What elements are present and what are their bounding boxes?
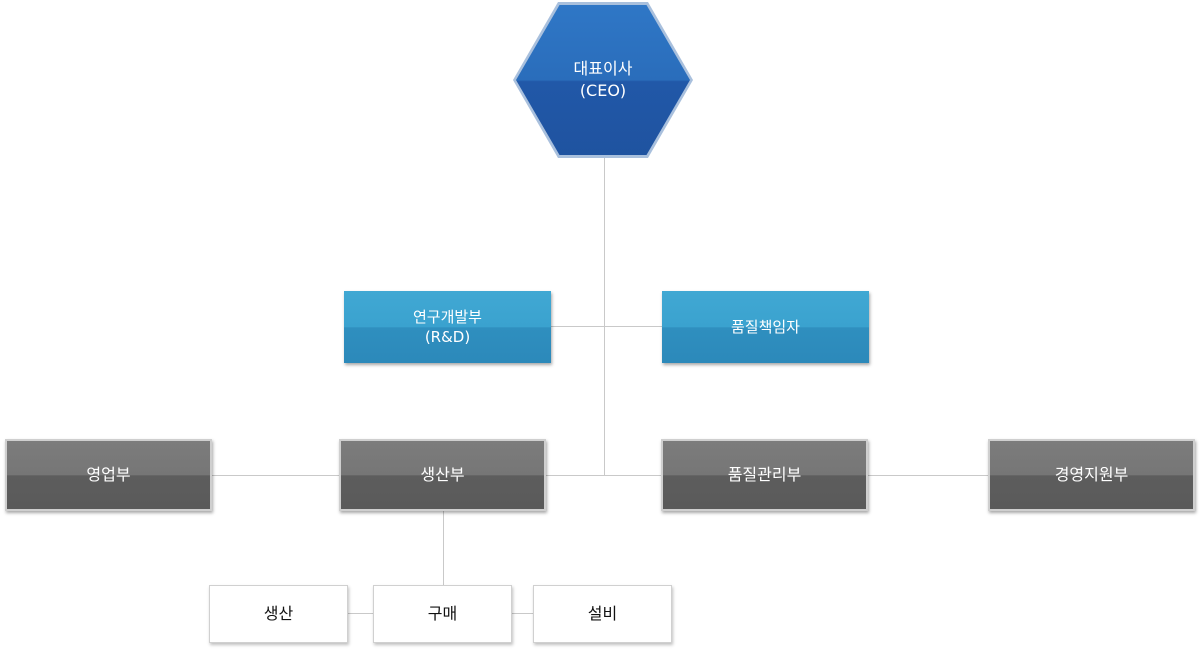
connector-staff-row bbox=[551, 326, 663, 327]
quality-management-dept-label: 품질관리부 bbox=[727, 465, 802, 485]
connector-dept-center bbox=[545, 475, 663, 476]
sales-dept-label: 영업부 bbox=[86, 465, 131, 485]
connector-dept-left bbox=[210, 475, 342, 476]
ceo-subtitle: (CEO) bbox=[579, 81, 627, 100]
quality-officer-title: 품질책임자 bbox=[730, 317, 800, 336]
connector-dept-right bbox=[867, 475, 991, 476]
production-dept-label: 생산부 bbox=[420, 465, 465, 485]
purchasing-unit-node[interactable]: 구매 bbox=[373, 585, 512, 643]
rnd-subtitle: (R&D) bbox=[424, 328, 471, 346]
connector-ceo-trunk bbox=[604, 156, 605, 475]
ceo-node[interactable]: 대표이사 (CEO) bbox=[513, 2, 693, 158]
ceo-node-body: 대표이사 (CEO) bbox=[516, 5, 690, 155]
rnd-title: 연구개발부 bbox=[412, 307, 482, 326]
connector-units-right bbox=[511, 613, 535, 614]
quality-management-dept-node[interactable]: 품질관리부 bbox=[661, 439, 868, 511]
ceo-title: 대표이사 bbox=[573, 59, 633, 79]
management-support-dept-node[interactable]: 경영지원부 bbox=[988, 439, 1195, 511]
production-unit-label: 생산 bbox=[263, 604, 294, 624]
purchasing-unit-label: 구매 bbox=[427, 604, 458, 624]
connector-units-left bbox=[348, 613, 374, 614]
production-dept-node[interactable]: 생산부 bbox=[339, 439, 546, 511]
sales-dept-node[interactable]: 영업부 bbox=[5, 439, 212, 511]
quality-officer-node[interactable]: 품질책임자 bbox=[662, 291, 869, 363]
equipment-unit-label: 설비 bbox=[587, 604, 618, 624]
management-support-dept-label: 경영지원부 bbox=[1054, 465, 1129, 485]
production-unit-node[interactable]: 생산 bbox=[209, 585, 348, 643]
rnd-node[interactable]: 연구개발부 (R&D) bbox=[344, 291, 551, 363]
equipment-unit-node[interactable]: 설비 bbox=[533, 585, 672, 643]
connector-production-down bbox=[443, 511, 444, 585]
